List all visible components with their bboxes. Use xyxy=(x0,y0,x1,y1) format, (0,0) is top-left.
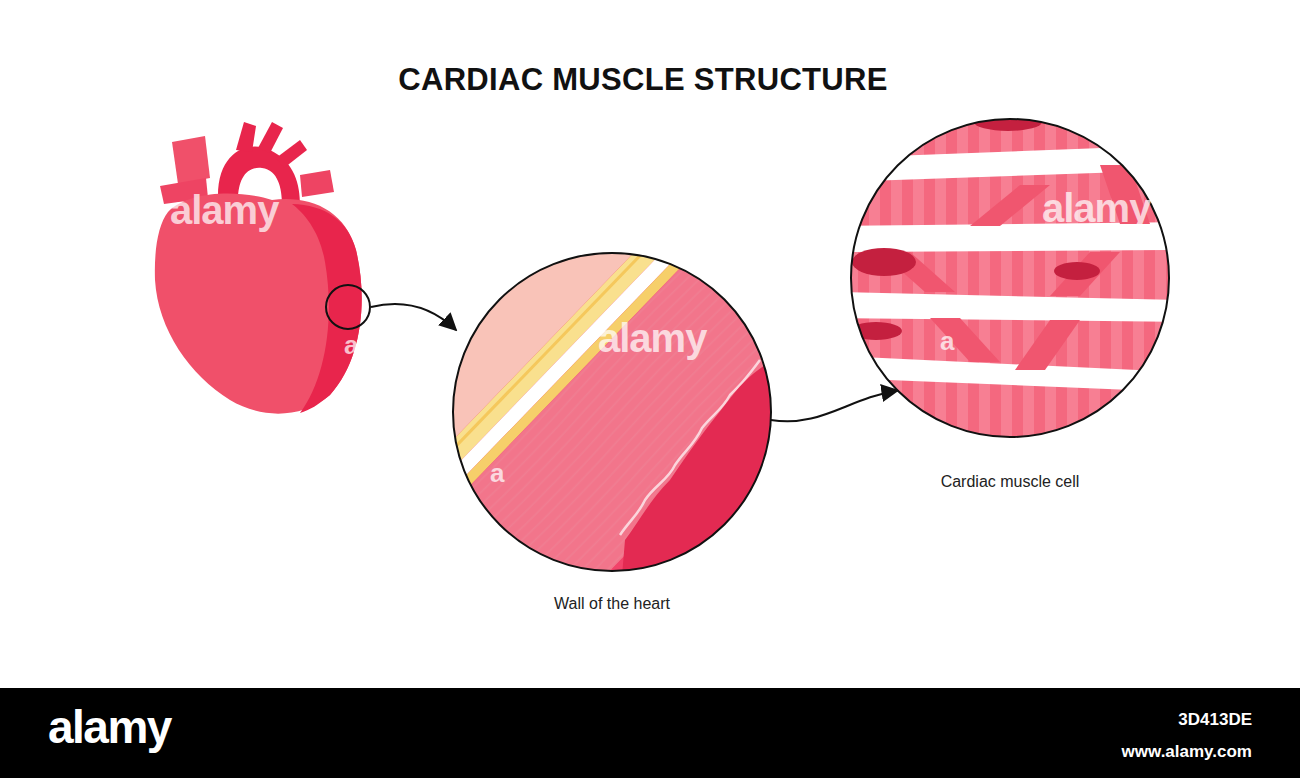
diagram-title: CARDIAC MUSCLE STRUCTURE xyxy=(398,62,887,98)
zoom-arrow xyxy=(771,390,898,421)
heart-illustration xyxy=(155,122,456,414)
circle-caption: Wall of the heart xyxy=(554,595,670,613)
watermark: a xyxy=(940,326,954,357)
watermark: a xyxy=(490,458,504,489)
muscle-cell-illustration xyxy=(840,110,1195,450)
zoom-circle: Cardiac muscle cell xyxy=(851,119,1169,437)
heart-wall-illustration xyxy=(284,80,971,766)
footer-url: www.alamy.com xyxy=(1122,742,1252,762)
watermark: alamy xyxy=(598,316,706,361)
watermark: a xyxy=(344,330,358,361)
watermark: alamy xyxy=(1042,186,1150,231)
footer-logo: alamy xyxy=(48,700,171,754)
circle-caption: Cardiac muscle cell xyxy=(941,473,1080,491)
image-id: 3D413DE xyxy=(1178,710,1252,730)
zoom-circle: Wall of the heart xyxy=(453,253,771,571)
footer-bar xyxy=(0,688,1300,778)
watermark: alamy xyxy=(170,188,278,233)
